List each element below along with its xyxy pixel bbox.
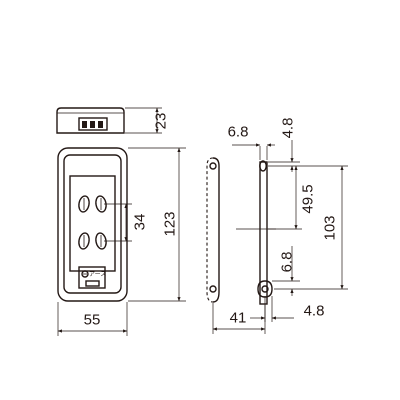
front-view: アース 34 123 55 (57, 147, 186, 336)
dim-lower-slot-width: 6.8 (279, 252, 296, 273)
dim-upper-hole-span: 49.5 (300, 184, 317, 213)
earth-label: アース (89, 271, 106, 278)
dim-bottom-offset: 4.8 (304, 303, 325, 320)
side-view: 6.8 4.8 49.5 103 6.8 4.8 41 (206, 118, 348, 334)
dim-side-depth: 41 (230, 310, 247, 327)
dim-mount-span: 103 (322, 215, 339, 240)
outlet-lower (78, 232, 107, 250)
dim-top-offset: 4.8 (280, 118, 297, 139)
earth-terminal: アース (78, 266, 106, 289)
dim-overall-height: 123 (162, 211, 179, 236)
dim-slot-width: 6.8 (228, 124, 249, 141)
outlet-upper (78, 195, 107, 213)
dim-height-top-view: 23 (153, 113, 170, 130)
top-view: 23 (56, 107, 170, 134)
dim-overall-width: 55 (84, 312, 101, 329)
dim-outlet-pitch: 34 (132, 214, 149, 231)
